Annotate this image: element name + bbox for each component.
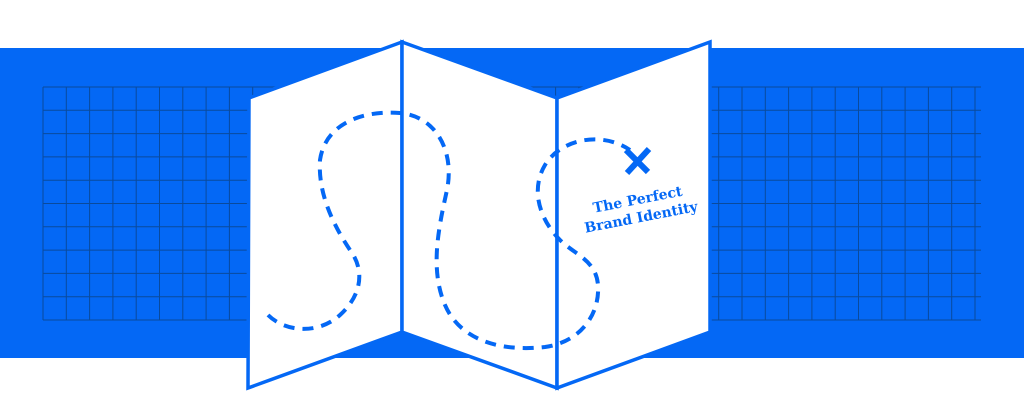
- dashed-route: [266, 110, 632, 351]
- x-mark-icon: [623, 146, 652, 176]
- map-panel-right: [555, 39, 712, 391]
- map-panel-left: [246, 39, 404, 391]
- map-panel-middle: [400, 39, 559, 391]
